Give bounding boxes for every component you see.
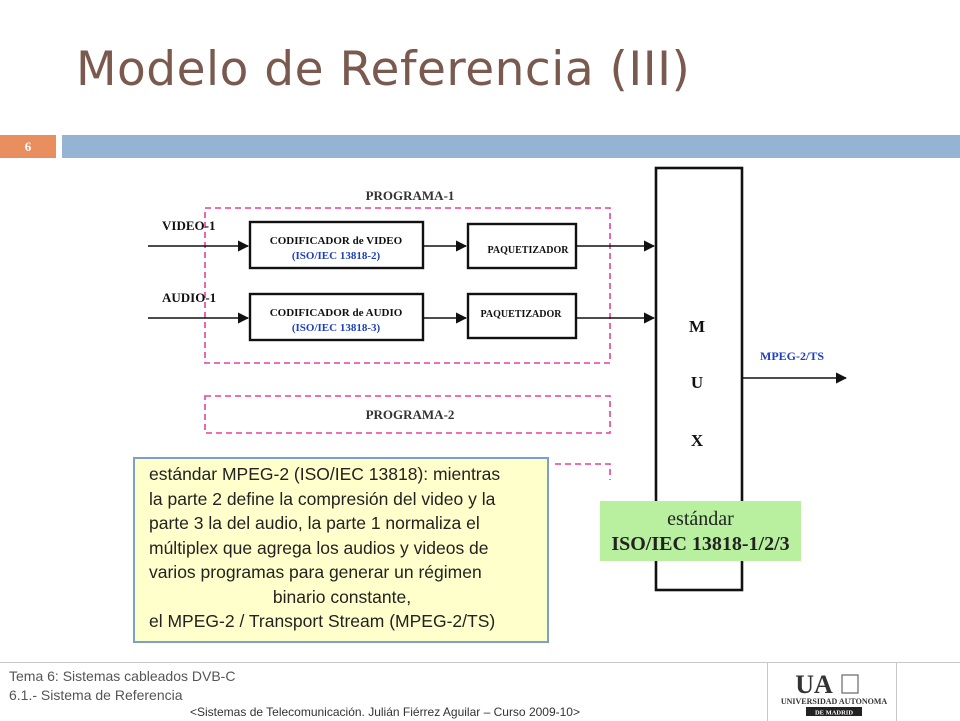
university-logo: UA UNIVERSIDAD AUTONOMA DE MADRID: [781, 671, 888, 717]
footer-divider: [896, 663, 897, 721]
output-label: MPEG-2/TS: [760, 349, 824, 363]
note-line: la parte 2 define la compresión del vide…: [149, 488, 496, 509]
title-bar: [62, 135, 960, 158]
video-packetizer-box: [466, 222, 578, 270]
program1-frame: [204, 207, 611, 364]
video-input-label: VIDEO-1: [162, 218, 215, 233]
audio-packetizer-label: PAQUETIZADOR: [481, 309, 563, 320]
audio-input-label: AUDIO-1: [162, 290, 216, 305]
audio-encoder-label: CODIFICADOR de AUDIO: [270, 307, 403, 319]
note-box: estándar MPEG-2 (ISO/IEC 13818): mientra…: [133, 457, 549, 643]
note-line: múltiplex que agrega los audios y videos…: [149, 537, 489, 558]
footer-section: 6.1.- Sistema de Referencia: [9, 687, 183, 703]
video-encoder-box: [248, 220, 425, 270]
slide-title: Modelo de Referencia (III): [76, 42, 691, 97]
program2-frame: [204, 395, 611, 434]
program3-frame-partial: [555, 463, 611, 480]
video-packetizer-label: PAQUETIZADOR: [488, 245, 570, 256]
logo-sub: DE MADRID: [815, 710, 853, 717]
audio-packetizer-box: [466, 292, 578, 340]
footer-divider: [767, 663, 768, 721]
logo-emblem: [841, 674, 859, 694]
footer: Tema 6: Sistemas cableados DVB-C 6.1.- S…: [0, 662, 960, 721]
program1-label: PROGRAMA-1: [366, 188, 455, 203]
logo-sub-band: [806, 707, 862, 716]
standard-box-line1: estándar: [667, 508, 734, 530]
mpeg2-ts-diagram: PROGRAMA-1 PROGRAMA-2 VIDEO-1 AUDIO-1 CO…: [148, 166, 848, 592]
standard-box: estándar ISO/IEC 13818-1/2/3: [600, 501, 801, 561]
slide-number: 6: [0, 135, 56, 158]
mux-letter-x: X: [691, 431, 704, 450]
note-line: varios programas para generar un régimen: [149, 562, 482, 582]
program2-label: PROGRAMA-2: [366, 407, 455, 422]
note-line: el MPEG-2 / Transport Stream (MPEG-2/TS): [149, 611, 496, 631]
note-line: parte 3 la del audio, la parte 1 normali…: [149, 513, 480, 533]
mux-letter-m: M: [689, 317, 705, 336]
note-line: binario constante,: [272, 586, 412, 607]
video-encoder-label: CODIFICADOR de VIDEO: [270, 235, 403, 247]
standard-box-line2: ISO/IEC 13818-1/2/3: [611, 533, 790, 555]
footer-topic: Tema 6: Sistemas cableados DVB-C: [9, 668, 236, 684]
note-line: estándar MPEG-2 (ISO/IEC 13818): mientra…: [149, 464, 501, 484]
logo-main: UA: [795, 671, 833, 699]
logo-name: UNIVERSIDAD AUTONOMA: [781, 697, 888, 706]
footer-credit: <Sistemas de Telecomunicación. Julián Fi…: [190, 705, 580, 719]
audio-encoder-standard: (ISO/IEC 13818-3): [292, 322, 381, 334]
video-encoder-standard: (ISO/IEC 13818-2): [292, 250, 381, 262]
mux-letter-u: U: [691, 373, 703, 392]
audio-encoder-box: [248, 292, 425, 342]
